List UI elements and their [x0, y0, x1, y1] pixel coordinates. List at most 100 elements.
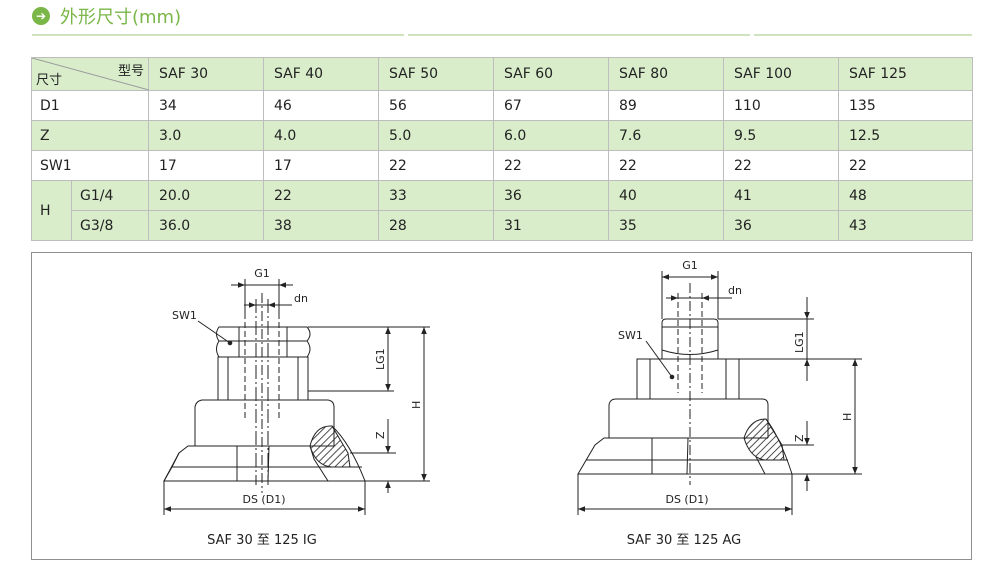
table-cell: 36: [723, 210, 839, 241]
table-cell: 22: [493, 150, 609, 181]
table-cell: 35: [608, 210, 724, 241]
table-cell: 5.0: [378, 120, 494, 151]
row-label: H: [31, 180, 72, 241]
model-header: SAF 100: [723, 57, 839, 91]
sw1-label: SW1: [172, 309, 197, 322]
row-label: Z: [31, 120, 149, 151]
ds-label: DS (D1): [242, 493, 285, 506]
z-label: Z: [793, 434, 806, 442]
z-label: Z: [374, 431, 387, 439]
g1-label: G1: [682, 259, 698, 272]
table-row: Z 3.0 4.0 5.0 6.0 7.6 9.5 12.5: [31, 120, 973, 151]
table-cell: 110: [723, 90, 839, 121]
section-title: 外形尺寸(mm): [60, 7, 182, 28]
model-header: SAF 40: [263, 57, 379, 91]
h-label: H: [410, 401, 423, 409]
table-row: SW1 17 17 22 22 22 22 22: [31, 150, 973, 181]
seal-section-hatch: [743, 418, 785, 461]
model-header: SAF 30: [148, 57, 264, 91]
table-cell: 135: [838, 90, 973, 121]
stud-shoulder: [661, 349, 719, 355]
sw1-leader-dot: [227, 340, 233, 346]
drawing-caption: SAF 30 至 125 AG: [627, 533, 742, 548]
hex-nut-top: [216, 326, 311, 342]
arrow-circle-right-icon: ➔: [32, 7, 50, 25]
section-header: ➔ 外形尺寸(mm): [32, 3, 181, 29]
row-sublabel: G1/4: [71, 180, 149, 211]
table-cell: 56: [378, 90, 494, 121]
sw1-label: SW1: [618, 329, 643, 342]
model-header: SAF 60: [493, 57, 609, 91]
cup-inner-left: [163, 452, 180, 482]
fitting-neck: [217, 356, 309, 401]
drawing-panel: G1 dn SW1 LG1 H Z DS (D1) SAF 30 至 125 I…: [31, 252, 972, 560]
table-cell: 28: [378, 210, 494, 241]
drawing-saf-ag: [577, 271, 862, 515]
header-divider: [32, 34, 404, 36]
drawing-saf-ig: [163, 279, 430, 515]
table-cell: 40: [608, 180, 724, 211]
table-cell: 9.5: [723, 120, 839, 151]
table-cell: 38: [263, 210, 379, 241]
sw1-leader: [197, 320, 231, 344]
table-header-row: 型号 尺寸 SAF 30 SAF 40 SAF 50 SAF 60 SAF 80…: [31, 57, 973, 91]
dn-label: dn: [294, 292, 308, 305]
corner-size-label: 尺寸: [36, 73, 63, 88]
table-cell: 6.0: [493, 120, 609, 151]
sw1-leader-dot: [669, 374, 675, 380]
cup-lip-left: [577, 437, 653, 475]
table-cell: 36: [493, 180, 609, 211]
table-cell: 89: [608, 90, 724, 121]
lg1-label: LG1: [374, 348, 387, 370]
table-cell: 20.0: [148, 180, 264, 211]
table-cell: 48: [838, 180, 973, 211]
ds-label: DS (D1): [665, 493, 708, 506]
table-row: G3/8 36.0 38 28 31 35 36 43: [32, 210, 973, 241]
hex-nut-bottom: [216, 340, 311, 358]
row-label: SW1: [31, 150, 149, 181]
table-cell: 22: [608, 150, 724, 181]
table-cell: 34: [148, 90, 264, 121]
table-cell: 43: [838, 210, 973, 241]
model-header: SAF 50: [378, 57, 494, 91]
table-cell: 3.0: [148, 120, 264, 151]
g1-label: G1: [254, 267, 270, 280]
table-cell: 22: [838, 150, 973, 181]
table-cell: 12.5: [838, 120, 973, 151]
header-divider: [408, 34, 750, 36]
table-cell: 4.0: [263, 120, 379, 151]
cup-lip-left: [163, 445, 238, 482]
corner-diagonal: [32, 58, 149, 90]
header-divider: [754, 34, 972, 36]
table-cell: 17: [263, 150, 379, 181]
table-cell: 67: [493, 90, 609, 121]
table-cell: 31: [493, 210, 609, 241]
h-label: H: [841, 413, 854, 421]
table-cell: 33: [378, 180, 494, 211]
lg1-label: LG1: [793, 331, 806, 353]
table-cell: 7.6: [608, 120, 724, 151]
cup-outer-curve: [331, 425, 366, 482]
table-cell: 22: [263, 180, 379, 211]
table-cell: 22: [723, 150, 839, 181]
table-cell: 17: [148, 150, 264, 181]
table-row: H G1/4 20.0 22 33 36 40 41 48: [31, 180, 973, 241]
technical-drawings: G1 dn SW1 LG1 H Z DS (D1) SAF 30 至 125 I…: [163, 259, 862, 548]
dimension-table: 型号 尺寸 SAF 30 SAF 40 SAF 50 SAF 60 SAF 80…: [31, 57, 973, 241]
cup-body: [608, 398, 769, 438]
table-row: D1 34 46 56 67 89 110 135: [31, 90, 973, 121]
row-sublabel: G3/8: [71, 210, 149, 241]
sw1-leader: [645, 340, 673, 378]
dn-label: dn: [728, 284, 742, 297]
model-header: SAF 125: [838, 57, 973, 91]
table-cell: 46: [263, 90, 379, 121]
table-corner-cell: 型号 尺寸: [31, 57, 149, 91]
table-cell: 36.0: [148, 210, 264, 241]
row-label: D1: [31, 90, 149, 121]
table-cell: 41: [723, 180, 839, 211]
fitting-neck: [636, 358, 740, 400]
table-cell: 22: [378, 150, 494, 181]
corner-model-label: 型号: [117, 64, 144, 79]
drawing-caption: SAF 30 至 125 IG: [207, 533, 317, 548]
model-header: SAF 80: [608, 57, 724, 91]
